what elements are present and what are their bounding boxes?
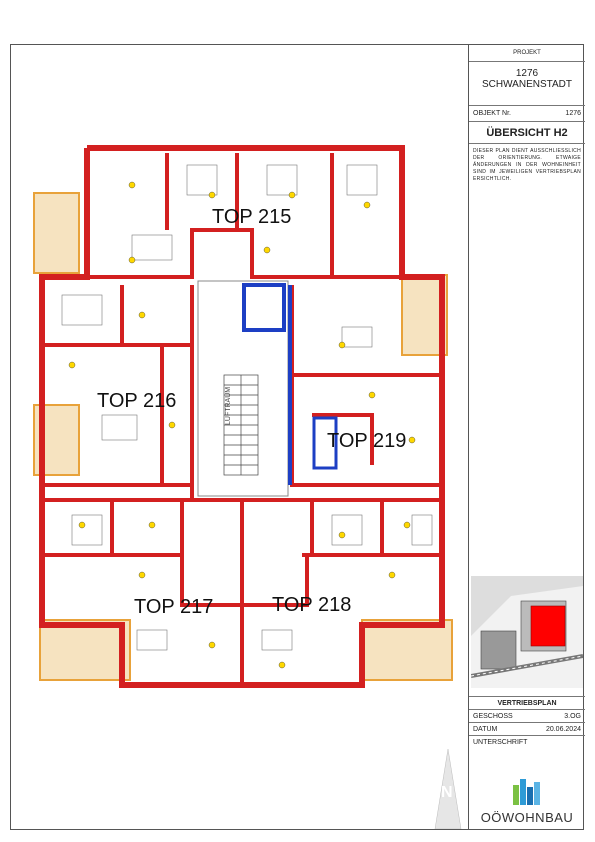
floor-value: 3.OG xyxy=(564,713,581,720)
object-row: OBJEKT Nr. 1276 xyxy=(469,106,585,122)
project-label: PROJEKT xyxy=(469,44,585,62)
balcony-sw xyxy=(39,619,131,681)
north-arrow-icon xyxy=(434,749,462,829)
disclaimer-text: DIESER PLAN DIENT AUSSCHLIESSLICH DER OR… xyxy=(473,148,581,182)
unit-label-top-218: TOP 218 xyxy=(272,594,351,616)
floor-label: GESCHOSS xyxy=(473,713,513,720)
object-label: OBJEKT Nr. xyxy=(473,110,511,117)
balcony-se xyxy=(361,619,453,681)
title-block: PROJEKT 1276 SCHWANENSTADT OBJEKT Nr. 127… xyxy=(434,44,585,830)
unit-label-top-215: TOP 215 xyxy=(212,206,291,228)
object-number: 1276 xyxy=(565,110,581,117)
company-logo-icon xyxy=(513,779,540,805)
date-row: DATUM 20.06.2024 xyxy=(469,723,585,736)
signature-label: UNTERSCHRIFT xyxy=(473,739,528,746)
sheet-title: ÜBERSICHT H2 xyxy=(469,122,585,144)
furniture xyxy=(61,164,433,651)
balcony-nw xyxy=(33,192,80,274)
date-value: 20.06.2024 xyxy=(545,726,581,733)
stair-flight xyxy=(223,374,259,476)
floor-row: GESCHOSS 3.OG xyxy=(469,710,585,723)
internal-walls xyxy=(42,153,442,685)
date-label: DATUM xyxy=(473,726,498,733)
plan-type: VERTRIEBSPLAN xyxy=(469,696,585,710)
unit-label-top-216: TOP 216 xyxy=(97,390,176,412)
fixture-markers xyxy=(68,181,416,669)
unit-label-top-219: TOP 219 xyxy=(327,430,406,452)
site-key-map xyxy=(471,576,583,688)
company-name: OÖWOHNBAU xyxy=(480,810,574,825)
north-letter: N xyxy=(441,784,453,801)
elevator-shaft xyxy=(242,283,286,332)
project-number: 1276 xyxy=(515,68,539,79)
core-label: LUFTRAUM xyxy=(225,387,232,425)
floor-plan: LUFTRAUM TOP 215 TOP 216 TOP 217 TOP 218… xyxy=(33,145,453,688)
project-name: SCHWANENSTADT xyxy=(482,79,572,90)
highlighted-building xyxy=(530,605,566,647)
project-info: 1276 SCHWANENSTADT xyxy=(469,62,585,106)
drawing-frame xyxy=(10,44,584,830)
unit-label-top-217: TOP 217 xyxy=(134,596,213,618)
shaft-blue xyxy=(312,416,338,470)
